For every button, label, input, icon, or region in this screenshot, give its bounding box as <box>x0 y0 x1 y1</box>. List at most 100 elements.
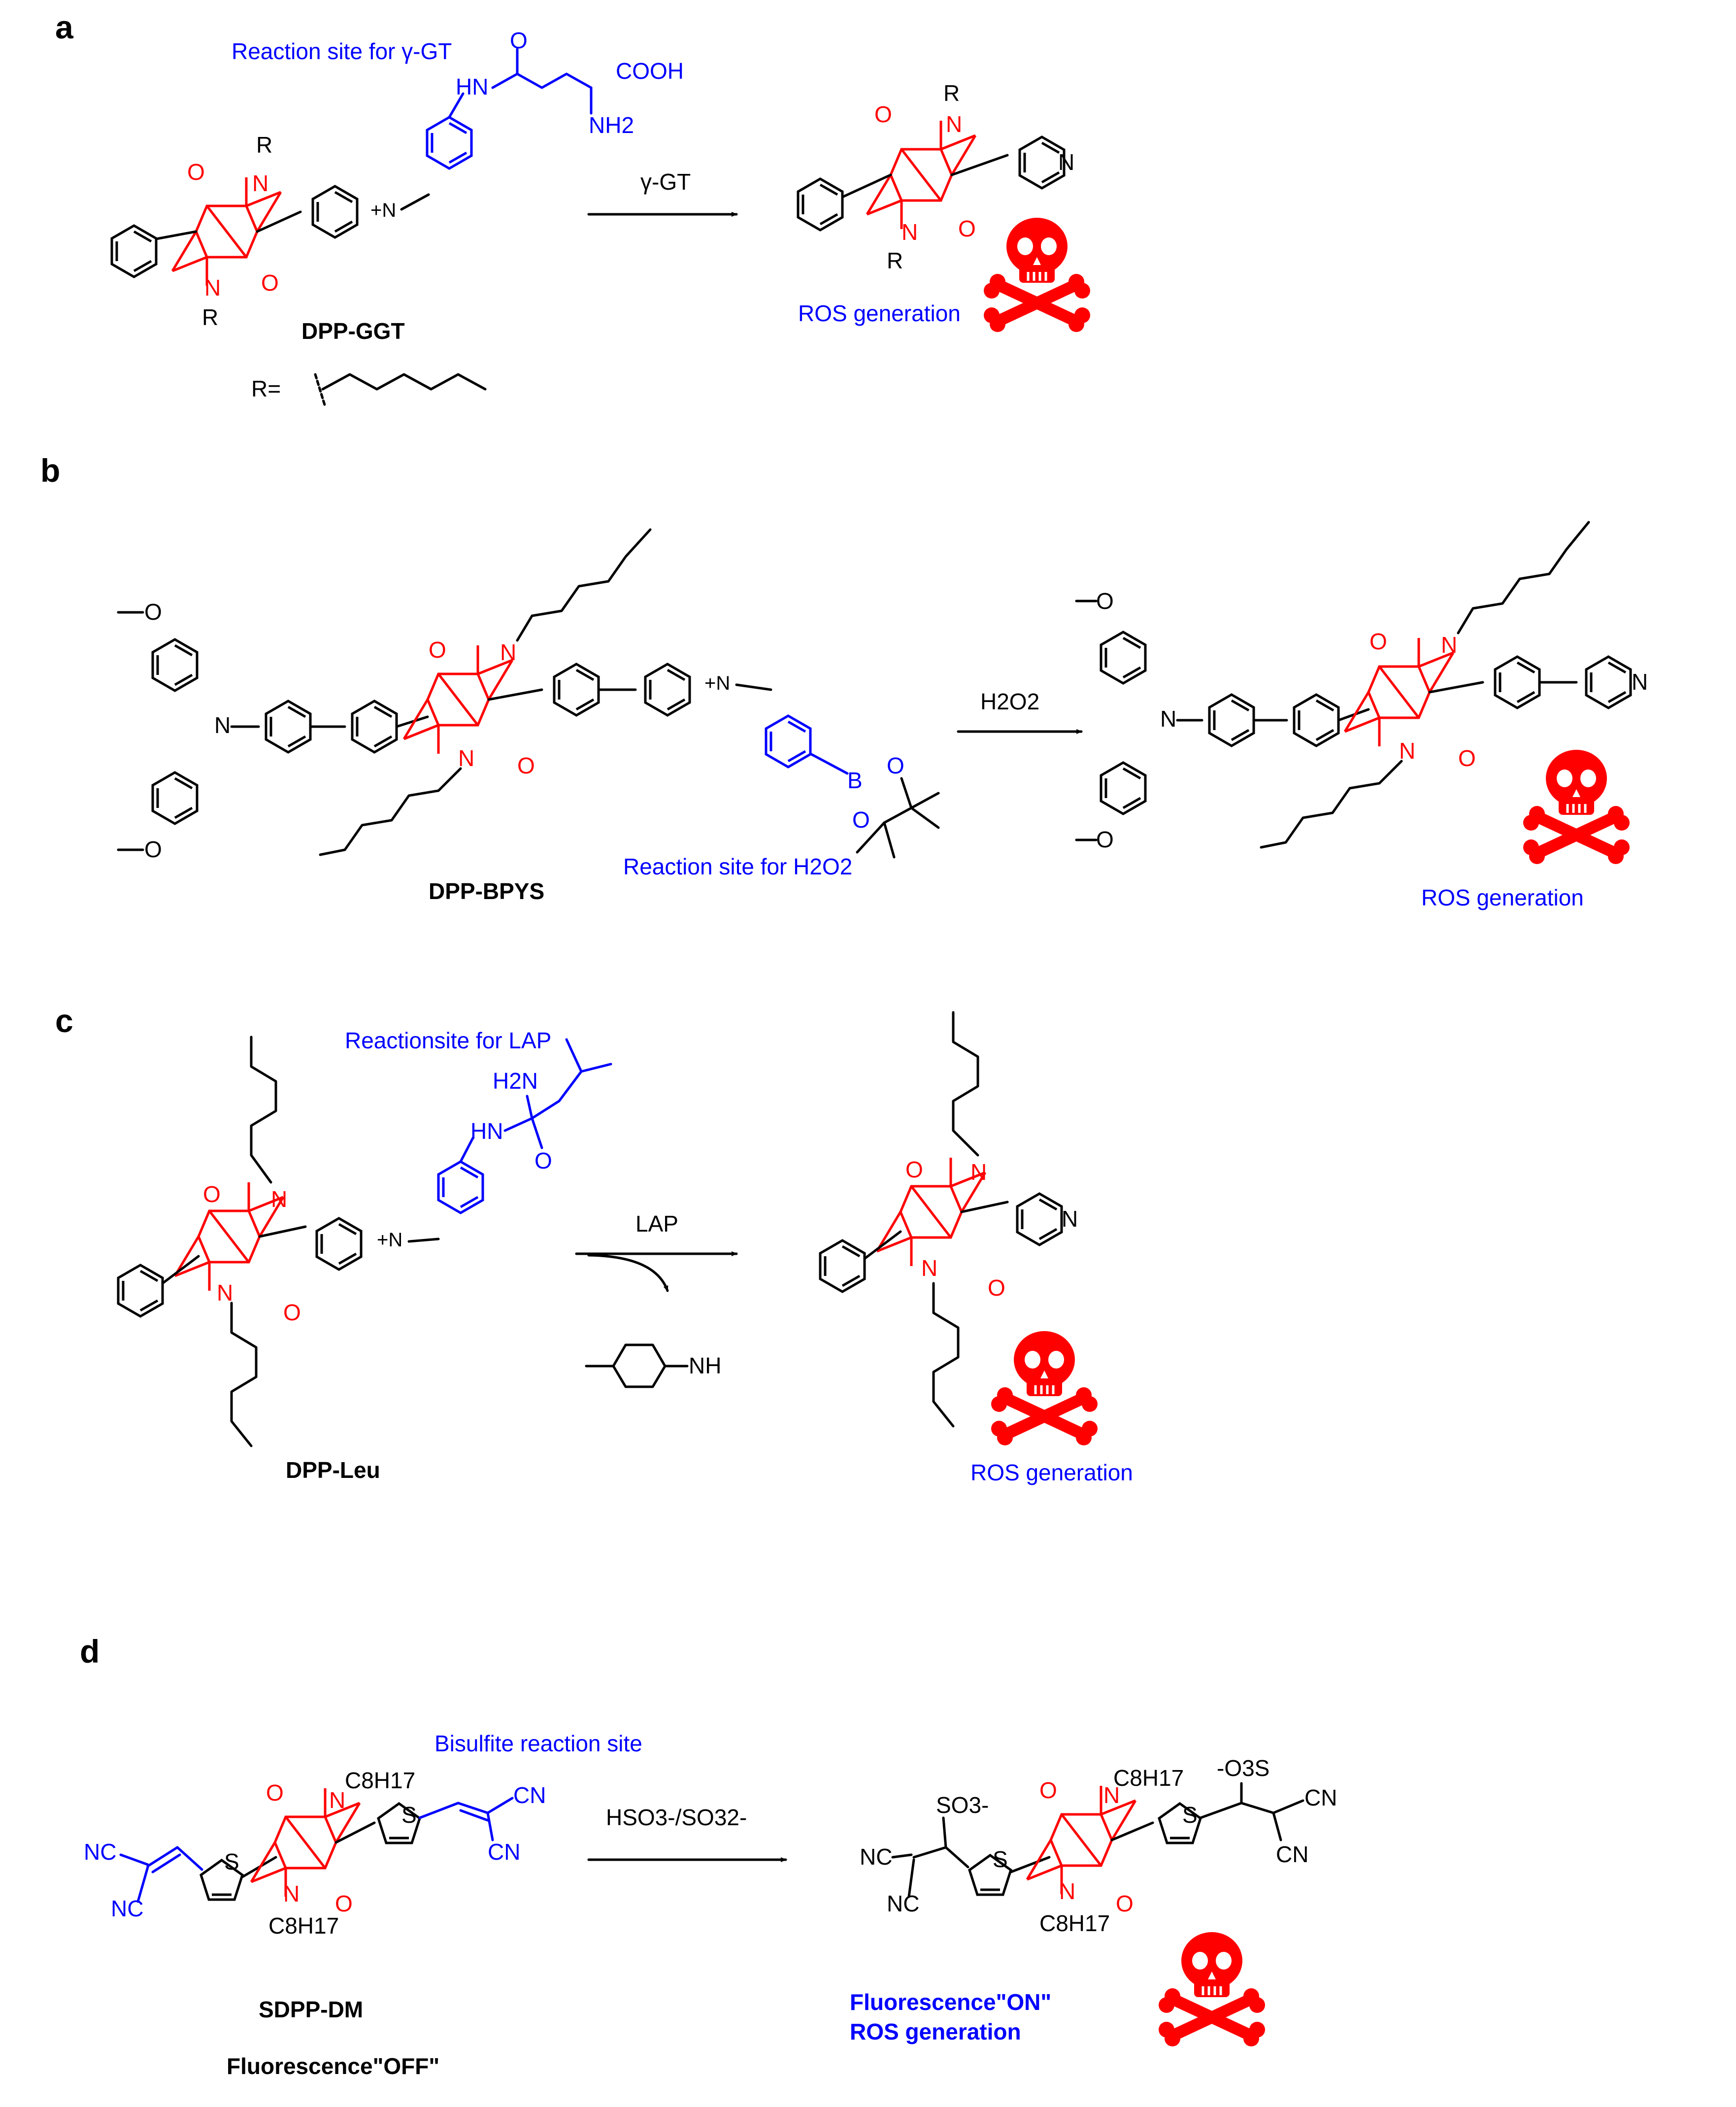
d-prod-so3: SO3- <box>936 1792 989 1818</box>
panel-c-site-label: Reactionsite for LAP <box>345 1028 551 1053</box>
b-prod-n-1: N <box>1441 632 1457 658</box>
dpp-leu-product: O N O N N <box>820 1011 1078 1428</box>
b-ring-n-1: N <box>500 639 516 665</box>
ring-n-1: N <box>252 170 268 196</box>
reagent-a: γ-GT <box>640 169 691 195</box>
ros-label-d: ROS generation <box>850 2019 1021 2044</box>
c-ring-n-2: N <box>217 1280 233 1305</box>
sdpp-dm-product: NC NC SO3- S O N C8H17 O N C8H17 S -O3S <box>860 1755 1337 1936</box>
product-n-2: N <box>901 219 918 245</box>
amide-o: O <box>510 28 528 53</box>
ring-n-2: N <box>204 275 221 301</box>
c-prod-n-2: N <box>921 1255 937 1281</box>
c-carbonyl-o-1: O <box>203 1181 221 1207</box>
r-definition: R= <box>251 376 281 401</box>
d-cn-1: CN <box>513 1782 546 1808</box>
c-prod-pyridine-n: N <box>1062 1206 1078 1232</box>
ros-label-a: ROS generation <box>798 301 961 326</box>
panel-c-letter: c <box>55 1003 73 1039</box>
dpp-bpys-label: DPP-BPYS <box>429 878 544 904</box>
b-carbonyl-o-1: O <box>429 637 446 663</box>
c-h2n: H2N <box>493 1068 538 1094</box>
d-prod-nc-1: NC <box>860 1844 892 1870</box>
panel-d: d Bisulfite reaction site NC NC S O N C8… <box>80 1633 1337 2079</box>
panel-c: c Reactionsite for LAP O N O N +N HN O H… <box>55 1003 1133 1485</box>
dpp-leu-label: DPP-Leu <box>286 1457 380 1483</box>
fluorescence-on-label: Fluorescence"ON" <box>850 1989 1051 2015</box>
d-prod-nc-2: NC <box>887 1891 919 1916</box>
b-prod-n-2: N <box>1399 738 1415 764</box>
skull-icon <box>1523 750 1630 864</box>
c-ring-n-1: N <box>271 1186 287 1212</box>
amide-hn: HN <box>456 74 488 100</box>
panel-b-letter: b <box>40 452 60 489</box>
d-prod-cn-1: CN <box>1304 1785 1337 1810</box>
b-prod-methoxy-o-bottom: O <box>1096 827 1114 852</box>
sdpp-dm-label: SDPP-DM <box>259 1997 363 2022</box>
b-carbonyl-o-2: O <box>517 753 535 778</box>
b-prod-o-1: O <box>1369 629 1387 654</box>
boron-b: B <box>847 768 863 793</box>
d-prod-thiophene-s-2: S <box>1182 1802 1198 1828</box>
d-prod-c8h17-1: C8H17 <box>1113 1765 1184 1791</box>
c-prod-o-1: O <box>905 1157 923 1182</box>
skull-icon <box>984 218 1090 332</box>
pyridine-n-a: N <box>1058 149 1074 175</box>
d-carbonyl-o-1: O <box>266 1780 284 1806</box>
c-prod-o-2: O <box>988 1275 1005 1301</box>
d-prod-n-2: N <box>1059 1878 1075 1904</box>
fluorescence-off-label: Fluorescence"OFF" <box>227 2053 439 2079</box>
reagent-d: HSO3-/SO32- <box>606 1805 747 1830</box>
dpp-ggt-label: DPP-GGT <box>301 318 405 344</box>
reagent-c: LAP <box>635 1211 678 1237</box>
c-amide-hn: HN <box>470 1118 503 1144</box>
b-pyridinium-n: +N <box>704 672 730 694</box>
panel-b: b O N O O N O N +N <box>40 452 1648 910</box>
c-carbonyl-o-2: O <box>283 1300 301 1325</box>
sdpp-dm-structure: NC NC S O N C8H17 O N C8H17 S CN <box>84 1768 546 1939</box>
boronate-o-1: O <box>887 753 904 778</box>
product-o-2: O <box>958 216 976 241</box>
dpp-ggt-structure: O N R O N R +N HN O COOH NH2 <box>112 28 684 330</box>
amine-n: N <box>214 712 231 738</box>
d-c8h17-1: C8H17 <box>345 1768 415 1793</box>
methoxy-o-bottom: O <box>144 836 162 862</box>
panel-d-letter: d <box>80 1633 100 1670</box>
product-r-2: R <box>887 248 903 273</box>
dpp-leu-structure: O N O N +N HN O H2N <box>118 1036 612 1447</box>
carbonyl-o-2: O <box>261 270 279 296</box>
dpp-ggt-product: N O N R O N R <box>798 80 1074 273</box>
product-r-1: R <box>943 80 960 106</box>
amine-nh2: NH2 <box>589 112 634 138</box>
ros-label-c: ROS generation <box>970 1460 1133 1485</box>
byproduct-arrow <box>587 1254 669 1292</box>
b-prod-amine-n: N <box>1160 706 1176 732</box>
boronate-o-2: O <box>852 807 870 833</box>
c-prod-n-1: N <box>970 1159 987 1185</box>
panel-d-site-label: Bisulfite reaction site <box>434 1731 642 1756</box>
d-ring-n-2: N <box>283 1881 300 1906</box>
panel-b-site-label: Reaction site for H2O2 <box>623 854 852 879</box>
d-cn-2: CN <box>488 1839 520 1865</box>
d-thiophene-s-1: S <box>224 1849 239 1874</box>
quinone-methide-byproduct: NH <box>585 1343 721 1388</box>
panel-a: a Reaction site for γ-GT O N R O N R +N … <box>55 9 1090 408</box>
d-prod-thiophene-s-1: S <box>993 1846 1008 1872</box>
cooh-group: COOH <box>616 58 684 84</box>
byproduct-nh: NH <box>689 1353 721 1378</box>
panel-a-letter: a <box>55 9 74 45</box>
methoxy-o-top: O <box>144 599 162 625</box>
product-o-1: O <box>874 101 892 127</box>
d-prod-o-1: O <box>1039 1777 1057 1803</box>
skull-icon <box>991 1331 1098 1445</box>
b-prod-pyridine-n: N <box>1632 669 1648 695</box>
carbonyl-o-1: O <box>187 159 205 185</box>
r-group-2: R <box>202 304 218 330</box>
d-prod-o3s: -O3S <box>1217 1755 1269 1781</box>
d-nc-1: NC <box>84 1839 116 1865</box>
d-prod-n-1: N <box>1103 1782 1120 1808</box>
pyridinium-n: +N <box>370 200 396 221</box>
r-group-1: R <box>256 132 272 158</box>
d-thiophene-s-2: S <box>401 1802 417 1828</box>
